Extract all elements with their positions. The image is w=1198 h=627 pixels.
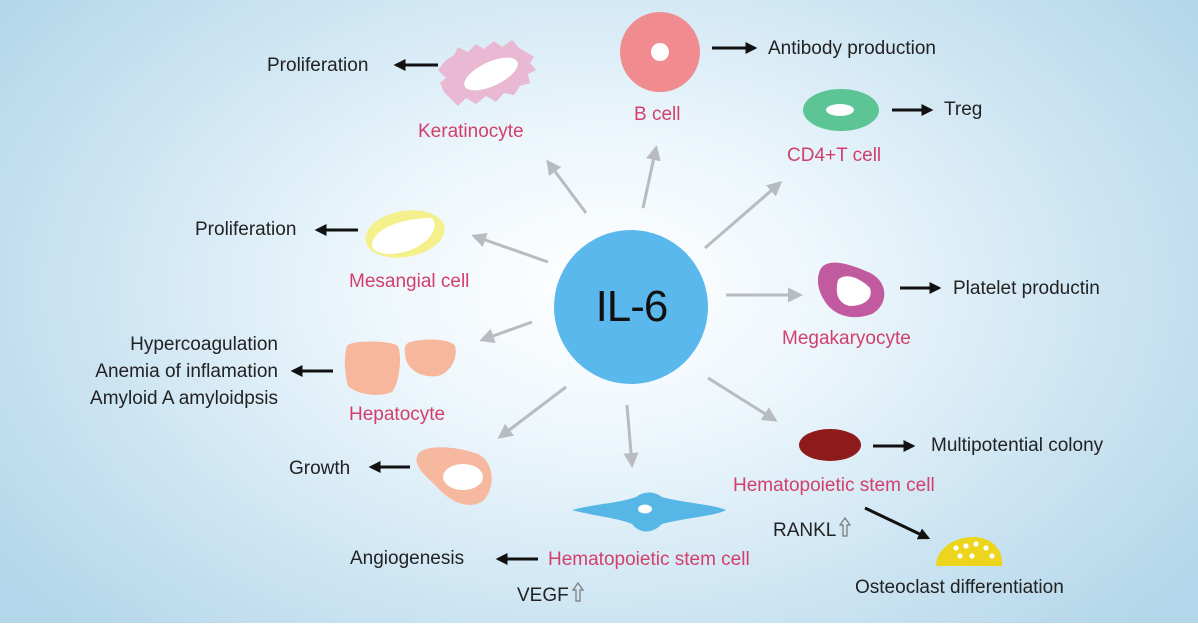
il6-node [554, 230, 708, 384]
cd4-t-cell-label: CD4+T cell [787, 145, 882, 166]
hepatocyte-shape [344, 339, 456, 395]
hepatocyte-label: Hepatocyte [349, 404, 446, 425]
mesangial-proliferation-label: Proliferation [195, 219, 297, 240]
cd4-t-cell-shape [803, 89, 879, 131]
antibody-production-label: Antibody production [768, 38, 936, 59]
arrow-to-hepatocyte [479, 320, 533, 343]
hepatocyte-effect-2: Anemia of inflamation [95, 361, 278, 382]
growth-label: Growth [289, 458, 351, 479]
mesangial-cell-label: Mesangial cell [349, 271, 470, 292]
arrow-to-hsc-bottom [623, 404, 639, 468]
hepatocyte-effect-1: Hypercoagulation [130, 334, 278, 355]
arrow-to-mesangial [471, 232, 549, 264]
hsc-right-label: Hematopoietic stem cell [733, 475, 935, 496]
il6-label: IL-6 [595, 281, 669, 331]
arrow-to-cd4-t-cell [704, 181, 783, 250]
megakaryocyte-label: Megakaryocyte [782, 328, 911, 349]
keratinocyte-proliferation-label: Proliferation [267, 55, 369, 76]
multipotential-colony-label: Multipotential colony [931, 435, 1104, 456]
arrow-to-b-cell [641, 145, 661, 209]
arrow-to-growth-cell [497, 385, 567, 439]
hsc-right-shape [799, 429, 861, 461]
vegf-label: VEGF [517, 582, 584, 607]
arrow-to-keratinocyte [546, 159, 588, 214]
black-arrows [290, 42, 942, 565]
angiogenesis-label: Angiogenesis [350, 548, 465, 569]
platelet-production-label: Platelet productin [953, 278, 1100, 299]
b-cell-shape [620, 12, 700, 92]
hsc-bottom-shape [572, 492, 726, 532]
up-arrow-icon [839, 517, 852, 537]
rankl-text: RANKL [773, 520, 837, 541]
keratinocyte-label: Keratinocyte [418, 121, 524, 142]
rankl-label: RANKL [773, 517, 852, 542]
mesangial-cell-shape [365, 210, 445, 258]
hsc-bottom-label: Hematopoietic stem cell [548, 549, 750, 570]
keratinocyte-shape [438, 40, 536, 106]
treg-label: Treg [944, 99, 983, 120]
gray-arrows [471, 145, 803, 468]
growth-cell-shape [416, 447, 492, 505]
vegf-text: VEGF [517, 585, 569, 606]
megakaryocyte-shape [817, 262, 885, 318]
up-arrow-icon [571, 582, 584, 602]
arrow-to-hsc-right [707, 376, 778, 422]
hepatocyte-effect-3: Amyloid A amyloidpsis [90, 388, 278, 409]
osteoclast-differentiation-label: Osteoclast differentiation [855, 577, 1064, 598]
osteoclast-shape [936, 536, 1003, 566]
b-cell-label: B cell [634, 104, 681, 125]
arrow-rankl-osteoclast [864, 506, 931, 540]
